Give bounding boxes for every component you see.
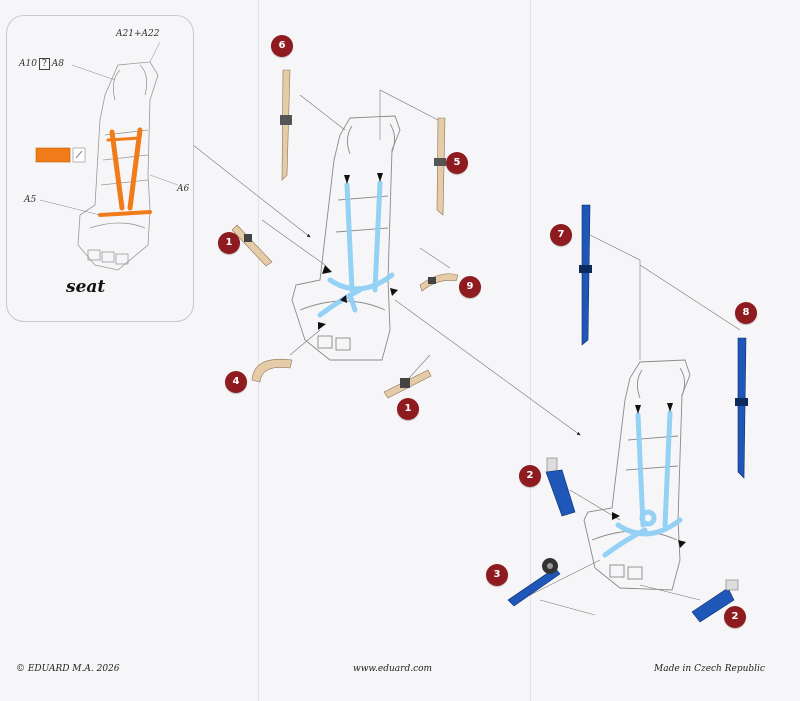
leader-lines xyxy=(192,89,741,616)
callout-1: 1 xyxy=(218,232,240,254)
part-1-buckle-b xyxy=(383,369,432,399)
label-a10-row: A10?A8 xyxy=(19,58,64,70)
inset-title: seat xyxy=(66,277,106,297)
part-5-strap xyxy=(434,117,446,216)
label-a6: A6 xyxy=(177,184,190,194)
seat-1-harness xyxy=(317,180,395,318)
label-a8: A8 xyxy=(51,59,65,69)
part-2-buckle-b xyxy=(691,579,739,623)
part-8-strap xyxy=(735,337,748,479)
part-9-buckle xyxy=(419,273,459,292)
callout-1: 1 xyxy=(397,398,419,420)
callout-6: 6 xyxy=(271,35,293,57)
label-a5: A5 xyxy=(24,195,37,205)
label-a21-a22: A21+A22 xyxy=(116,29,160,39)
website: www.eduard.com xyxy=(353,664,433,674)
callout-7: 7 xyxy=(550,224,572,246)
label-a10: A10 xyxy=(19,59,37,69)
fold-line xyxy=(530,0,531,701)
part-1-buckle-a xyxy=(231,224,273,267)
part-2-buckle-a xyxy=(545,457,576,517)
part-3-strap xyxy=(507,558,561,607)
seat-1-arrows xyxy=(318,173,398,330)
seat-1-drawing xyxy=(291,115,401,361)
callout-8: 8 xyxy=(735,302,757,324)
inset-harness xyxy=(98,127,152,217)
callout-9: 9 xyxy=(459,276,481,298)
fold-line xyxy=(258,0,259,701)
seat-2-drawing xyxy=(583,359,691,591)
question-box: ? xyxy=(38,58,50,70)
callout-2: 2 xyxy=(724,606,746,628)
part-4-strap xyxy=(251,358,293,383)
part-6-strap xyxy=(280,69,292,181)
callout-3: 3 xyxy=(486,564,508,586)
inset-leaders xyxy=(39,41,179,216)
seat-2-arrows xyxy=(612,403,686,548)
callout-5: 5 xyxy=(446,152,468,174)
pe-fret-sample xyxy=(35,147,71,163)
seat-2-harness xyxy=(602,410,683,558)
copyright: © EDUARD M.A. 2026 xyxy=(16,664,120,674)
made-in: Made in Czech Republic xyxy=(654,664,765,674)
inset-seat-drawing xyxy=(77,61,159,271)
part-7-strap xyxy=(579,204,592,346)
callout-4: 4 xyxy=(225,371,247,393)
callout-2: 2 xyxy=(519,465,541,487)
inset-frame xyxy=(6,15,194,322)
pencil-icon xyxy=(75,150,83,159)
